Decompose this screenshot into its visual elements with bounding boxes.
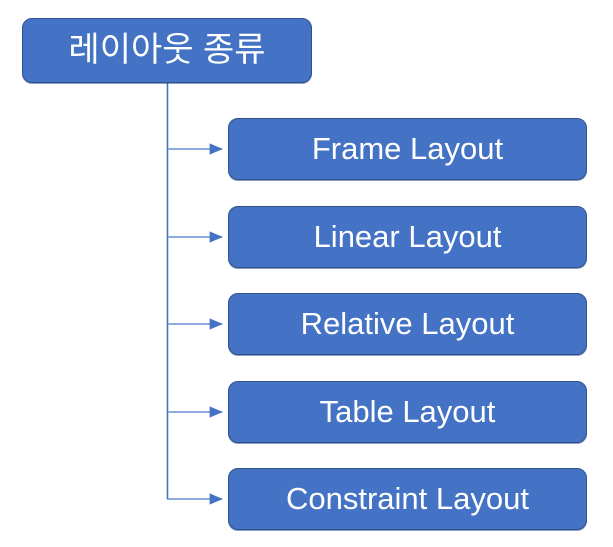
- root-node-label: 레이아웃 종류: [68, 30, 266, 69]
- child-node-label: Frame Layout: [311, 130, 504, 166]
- child-node-relative-layout[interactable]: Relative Layout: [228, 293, 587, 355]
- child-node-constraint-layout[interactable]: Constraint Layout: [228, 468, 587, 530]
- child-node-frame-layout[interactable]: Frame Layout: [228, 118, 587, 180]
- child-node-linear-layout[interactable]: Linear Layout: [228, 206, 587, 268]
- root-node[interactable]: 레이아웃 종류: [22, 18, 312, 83]
- child-node-label: Constraint Layout: [286, 480, 529, 516]
- child-node-label: Linear Layout: [313, 218, 502, 254]
- child-node-table-layout[interactable]: Table Layout: [228, 381, 587, 443]
- child-node-label: Relative Layout: [300, 305, 515, 341]
- child-node-label: Table Layout: [319, 393, 496, 429]
